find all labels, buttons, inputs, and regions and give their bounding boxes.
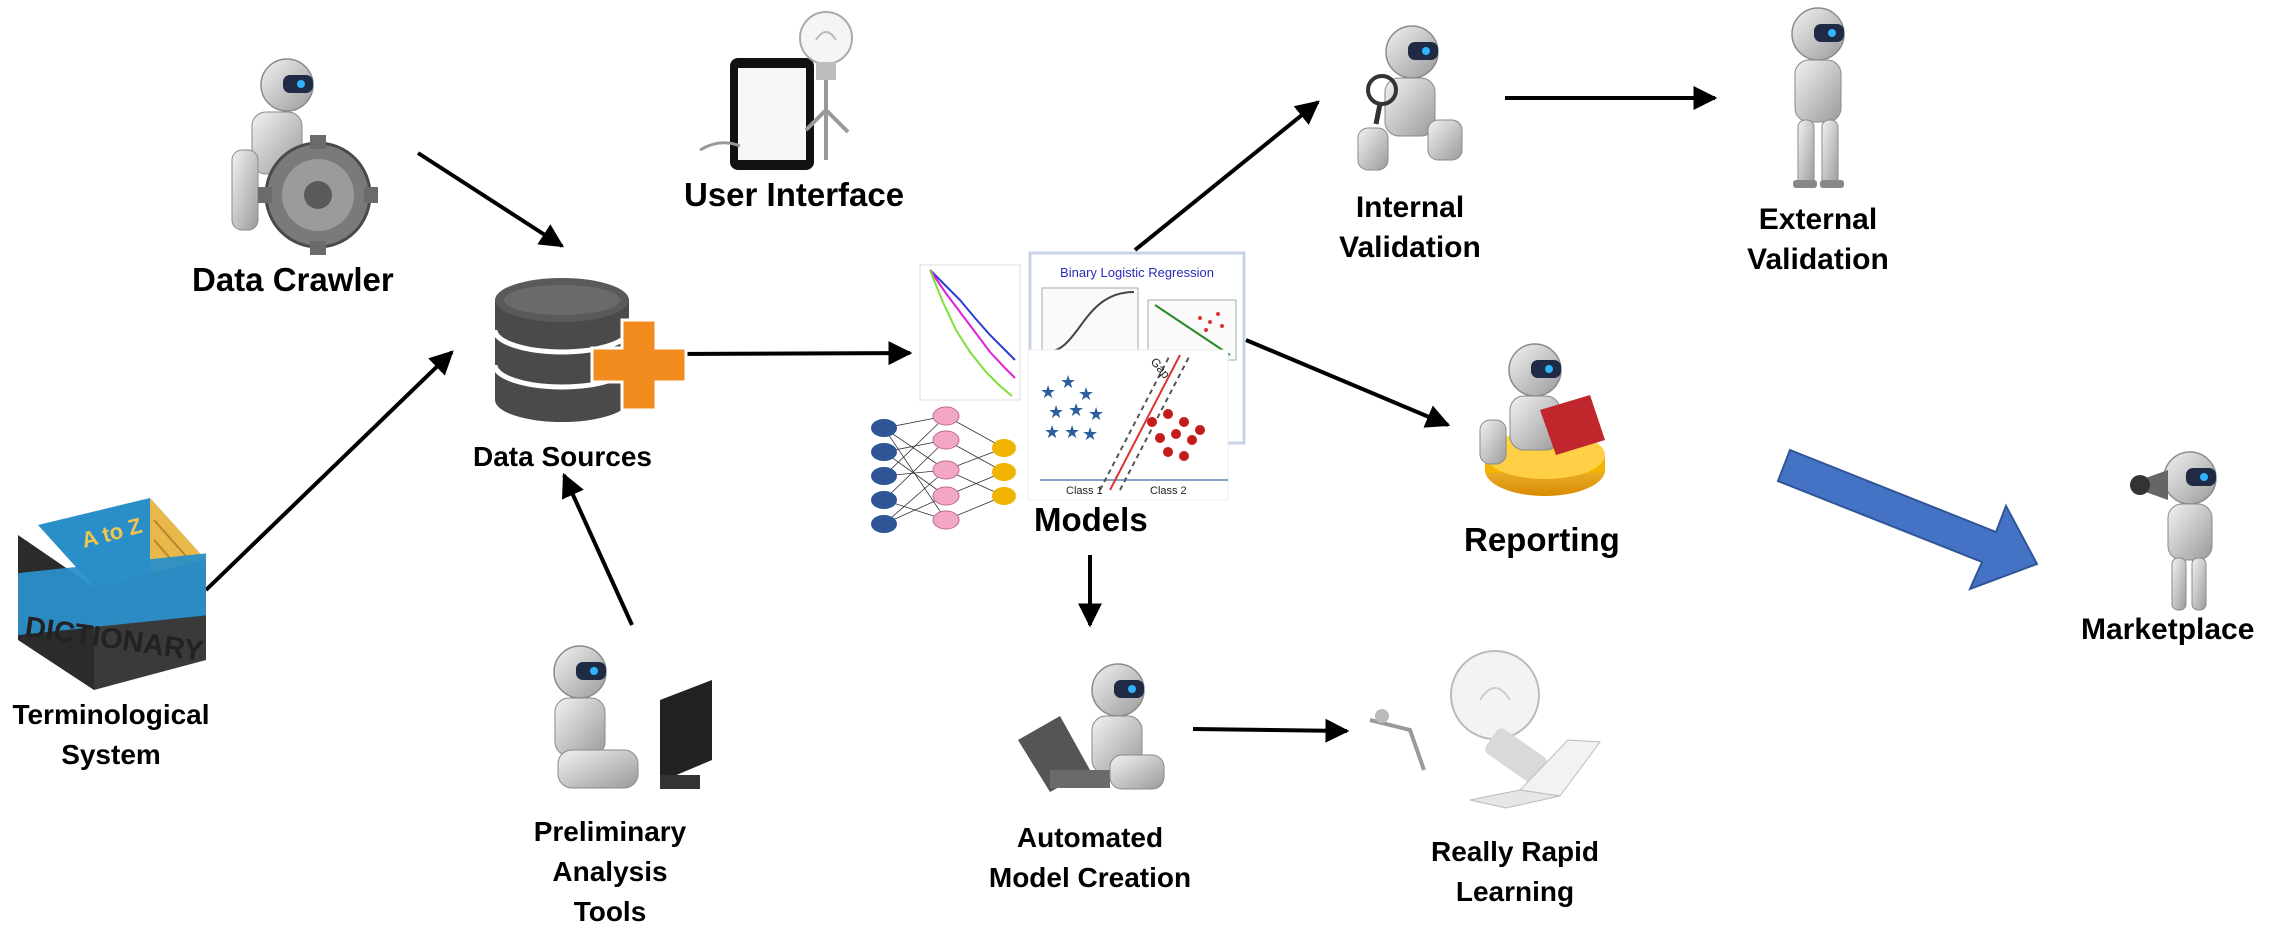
svg-text:★: ★ (1040, 382, 1056, 402)
terminological-system-line2: System (61, 739, 161, 770)
internal-validation-label: Internal Validation (1310, 188, 1510, 268)
preliminary-analysis-robot-image (553, 645, 712, 789)
logistic-regression-title: Binary Logistic Regression (1060, 265, 1214, 280)
marketplace-label: Marketplace (2081, 613, 2255, 646)
survival-curves-chart (919, 264, 1021, 401)
reporting-robot-image (1479, 343, 1605, 496)
automated-model-line1: Automated (1016, 822, 1164, 853)
preliminary-analysis-line3: Tools (573, 896, 647, 927)
data-sources-label: Data Sources (473, 441, 652, 472)
terminological-system-label: Terminological System (6, 695, 216, 775)
svm-panel: Gap ★★★ ★★★ ★★★ Class 1 Class 2 (1027, 349, 1229, 501)
rapid-learning-image (1369, 650, 1601, 809)
automated-model-creation-label: Automated Model Creation (980, 818, 1200, 898)
preliminary-analysis-tools-label: Preliminary Analysis Tools (510, 812, 710, 932)
internal-validation-robot-image (1357, 25, 1463, 171)
external-validation-line1: External (1758, 203, 1878, 236)
svg-text:★: ★ (1044, 422, 1060, 442)
automated-model-line2: Model Creation (988, 862, 1192, 893)
svg-text:★: ★ (1064, 422, 1080, 442)
rapid-learning-line1: Really Rapid (1430, 836, 1600, 867)
arrow-models-to-reporting (1245, 338, 1451, 428)
terminological-system-line1: Terminological (12, 699, 210, 730)
arrow-models-to-internal (1133, 100, 1320, 252)
marketplace-robot-image (2130, 451, 2217, 611)
svg-text:★: ★ (1088, 404, 1104, 424)
svg-text:★: ★ (1068, 400, 1084, 420)
svg-text:★: ★ (1082, 424, 1098, 444)
internal-validation-line2: Validation (1339, 231, 1481, 264)
arrow-automated-to-rapid (1192, 718, 1350, 743)
data-crawler-label: Data Crawler (192, 261, 394, 298)
arrow-terminology-to-sources (204, 350, 454, 592)
arrow-preliminary-to-sources (561, 472, 634, 626)
svg-text:★: ★ (1060, 372, 1076, 392)
internal-validation-line1: Internal (1355, 191, 1465, 224)
models-label: Models (1034, 501, 1148, 538)
reporting-label: Reporting (1464, 521, 1620, 558)
arrow-sources-to-models (672, 341, 913, 366)
automated-model-robot-image (1018, 663, 1165, 792)
external-validation-line2: Validation (1747, 243, 1889, 276)
models-collage-image: Binary Logistic Regression Gap ★★★ ★★★ ★… (871, 251, 1246, 533)
plus-icon (590, 318, 688, 412)
flow-arrows (204, 86, 1718, 743)
external-validation-robot-image (1791, 7, 1845, 188)
preliminary-analysis-line2: Analysis (552, 856, 668, 887)
user-interface-image (699, 11, 853, 170)
neural-network-diagram (871, 406, 1016, 533)
svm-class1-label: Class 1 (1066, 485, 1103, 497)
user-interface-label: User Interface (684, 176, 905, 213)
really-rapid-learning-label: Really Rapid Learning (1420, 832, 1610, 912)
data-crawler-robot-image (231, 58, 378, 255)
arrow-crawler-to-sources (416, 151, 565, 248)
svg-text:★: ★ (1078, 384, 1094, 404)
svg-text:★: ★ (1048, 402, 1064, 422)
external-validation-label: External Validation (1718, 200, 1918, 280)
rapid-learning-line2: Learning (1455, 876, 1575, 907)
dictionary-book-image: DICTIONARY A to Z (18, 498, 206, 690)
big-arrow-to-marketplace (1776, 448, 2039, 591)
svm-class2-label: Class 2 (1150, 485, 1187, 497)
preliminary-analysis-line1: Preliminary (533, 816, 687, 847)
